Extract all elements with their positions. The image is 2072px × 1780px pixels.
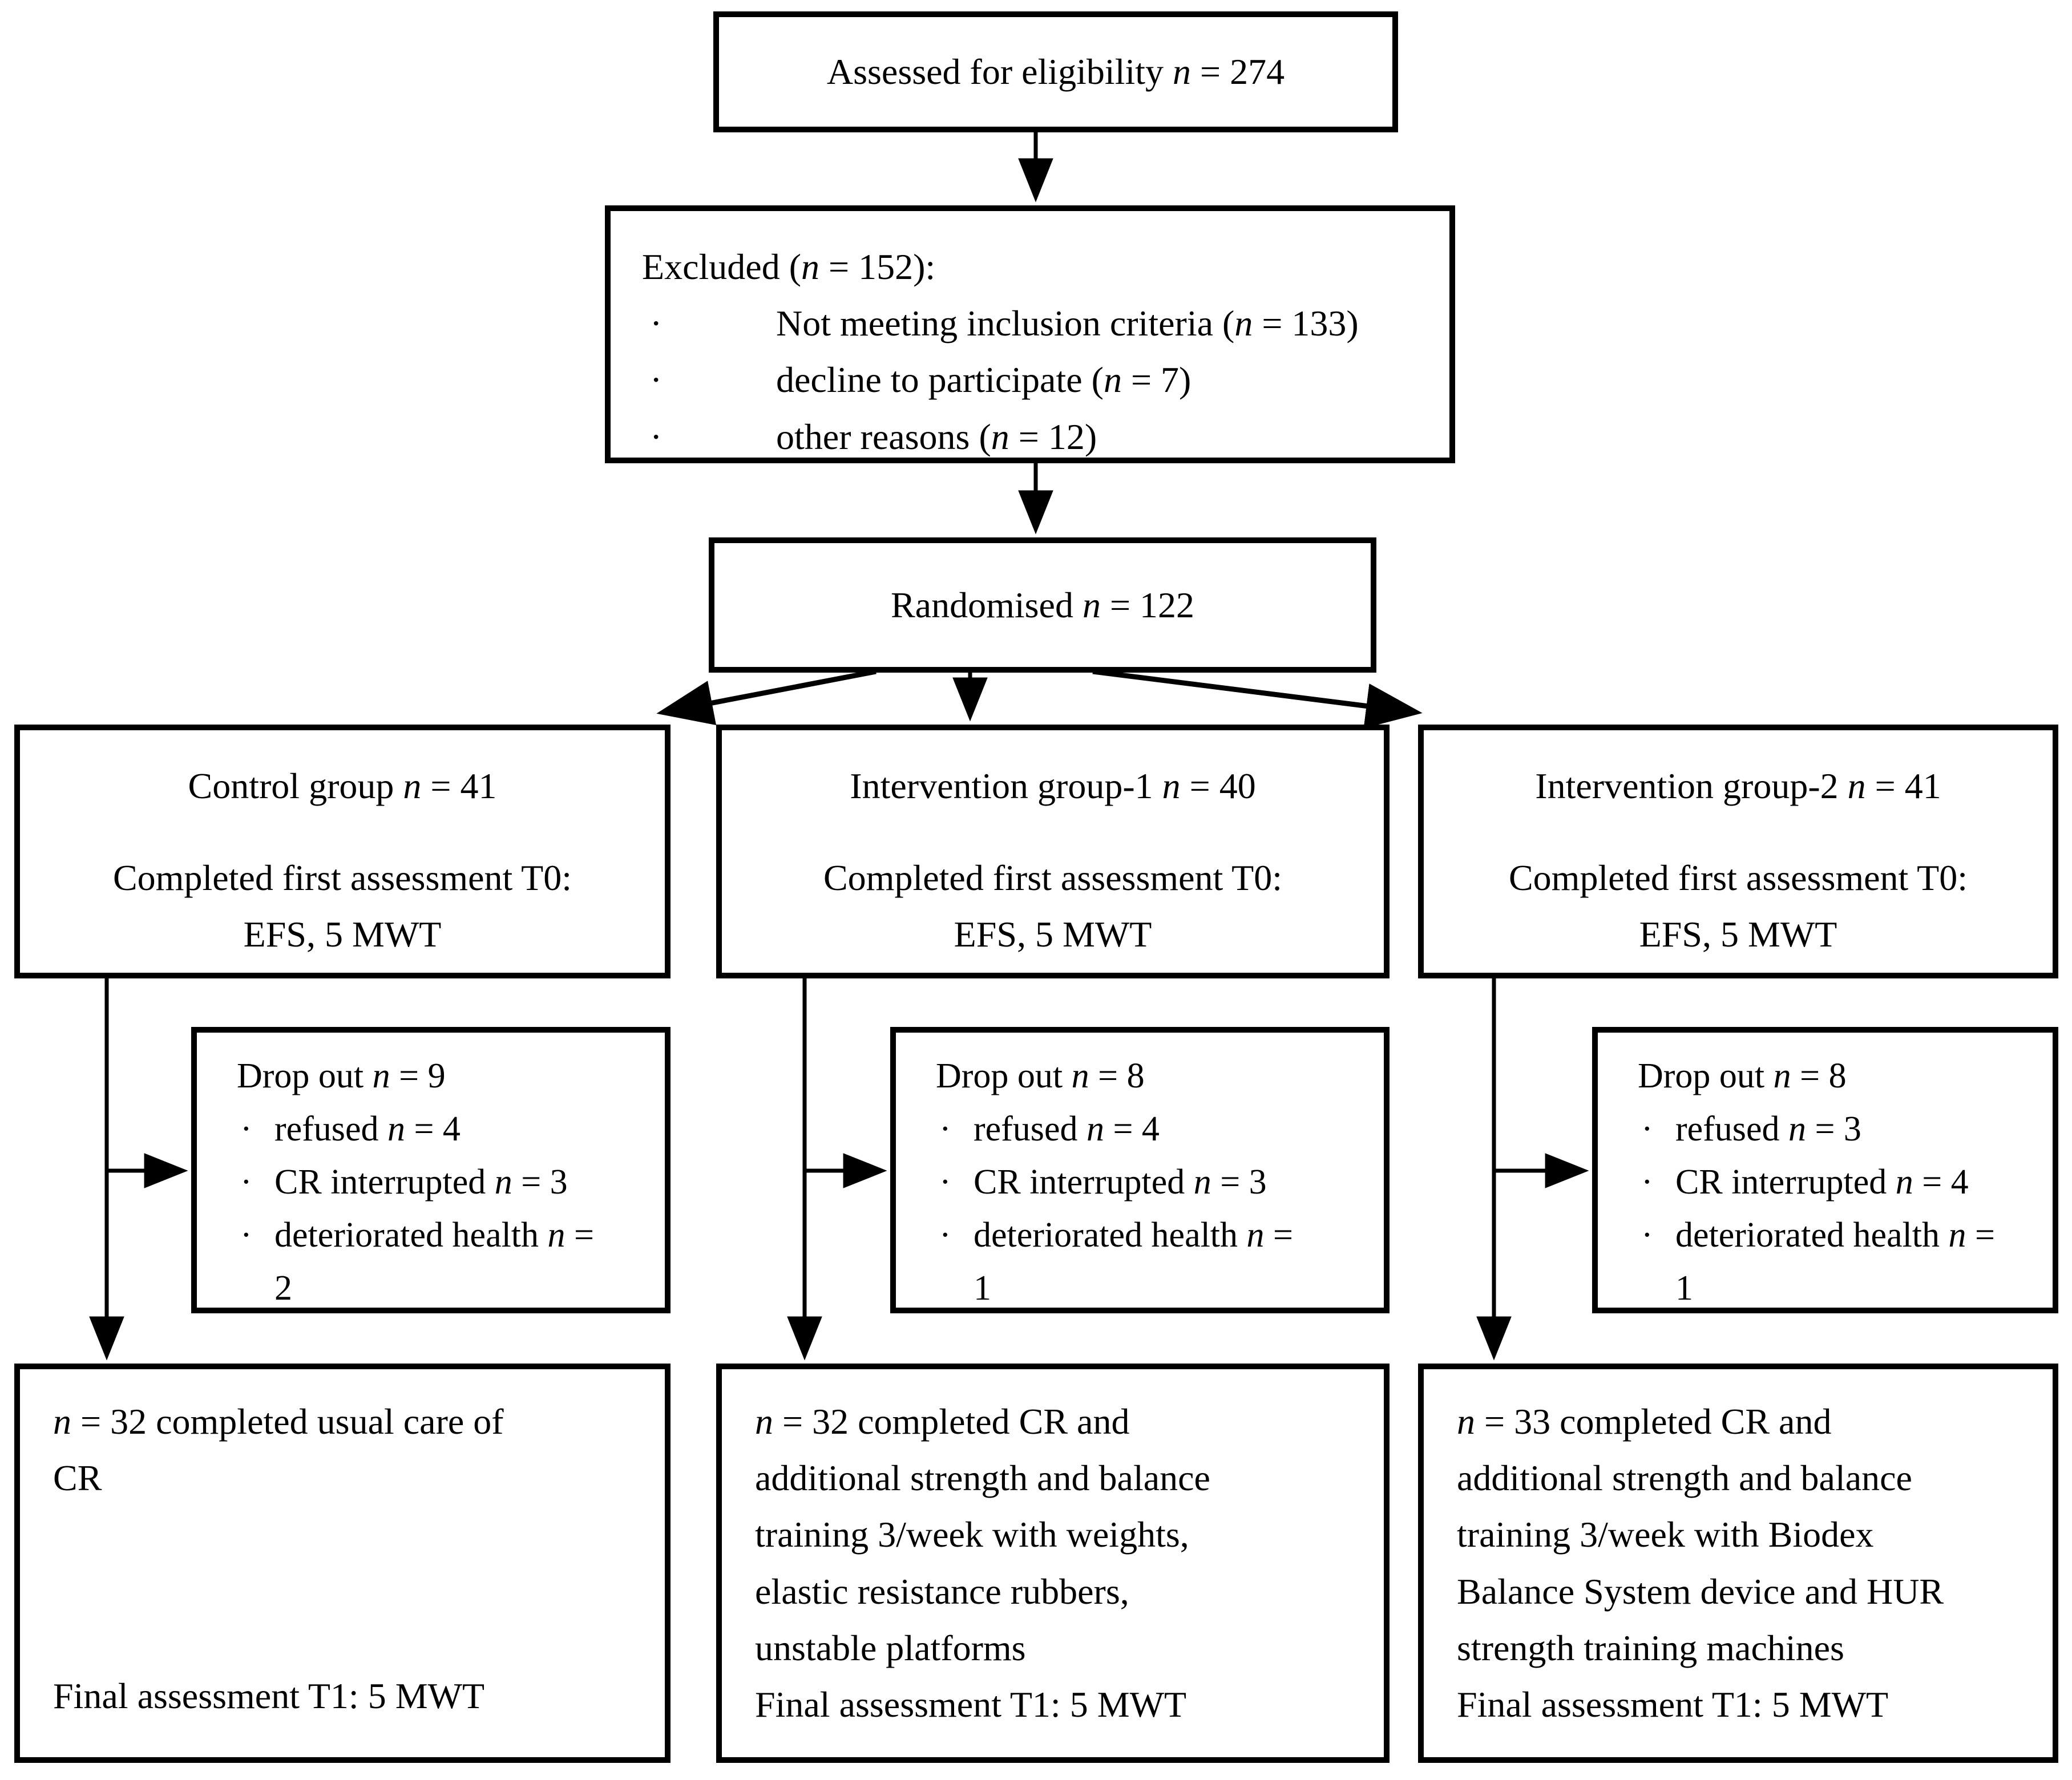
bullet-dot-icon: · (939, 1163, 951, 1202)
dropout-bullet-row: · refused n = 4 (936, 1103, 1367, 1156)
bullet-dot-icon: · (650, 359, 663, 400)
dropout-bullet-row: · deteriorated health n = 2 (237, 1209, 648, 1315)
bullet-dot-icon: · (240, 1163, 252, 1202)
excluded-bullet: decline to participate (n = 7) (776, 359, 1191, 400)
outcome-box-group2: n = 33 completed CR and additional stren… (1418, 1364, 2058, 1763)
excluded-bullet-row: · Not meeting inclusion criteria (n = 13… (642, 295, 1427, 351)
outcome-completed: n = 33 completed CR and additional stren… (1457, 1401, 1944, 1668)
assessed-text: Assessed for eligibility n = 274 (826, 51, 1285, 92)
bullet-dot-icon: · (650, 416, 663, 457)
dropout-box-control: Drop out n = 9 · refused n = 4 · CR inte… (191, 1027, 671, 1313)
dropout-bullet-row: · CR interrupted n = 4 (1638, 1156, 2035, 1209)
dropout-title: Drop out n = 9 (237, 1057, 446, 1095)
bullet-dot-icon: · (1641, 1163, 1653, 1202)
outcome-completed: n = 32 completed usual care of CR (53, 1401, 504, 1499)
dropout-bullet: CR interrupted n = 3 (274, 1163, 568, 1202)
dropout-box-group2: Drop out n = 8 · refused n = 3 · CR inte… (1592, 1027, 2058, 1313)
group-assessment: Completed first assessment T0: EFS, 5 MW… (112, 857, 572, 955)
assessed-box: Assessed for eligibility n = 274 (713, 11, 1398, 132)
excluded-box: Excluded (n = 152): · Not meeting inclus… (605, 205, 1455, 463)
dropout-bullet: refused n = 4 (274, 1110, 461, 1148)
bullet-dot-icon: · (240, 1216, 252, 1255)
group-assessment: Completed first assessment T0: EFS, 5 MW… (1508, 857, 1968, 955)
dropout-bullet: CR interrupted n = 3 (974, 1163, 1267, 1202)
excluded-bullet-row: · other reasons (n = 12) (642, 408, 1427, 465)
outcome-box-control: n = 32 completed usual care of CR Final … (14, 1364, 671, 1763)
outcome-final-assessment: Final assessment T1: 5 MWT (1457, 1684, 1889, 1725)
dropout-bullet-row: · deteriorated health n = 1 (1638, 1209, 2035, 1315)
arrow-randomised-to-control (656, 669, 877, 726)
bullet-dot-icon: · (1641, 1110, 1653, 1148)
group-title: Control group n = 41 (188, 766, 497, 806)
arrow-randomised-to-group2 (1092, 669, 1423, 729)
outcome-final-assessment: Final assessment T1: 5 MWT (755, 1684, 1187, 1725)
bullet-dot-icon: · (650, 303, 663, 344)
dropout-bullet-row: · CR interrupted n = 3 (237, 1156, 648, 1209)
dropout-title: Drop out n = 8 (1638, 1057, 1847, 1095)
bullet-dot-icon: · (1641, 1216, 1653, 1255)
excluded-bullet: Not meeting inclusion criteria (n = 133) (776, 303, 1359, 344)
intervention-group-2-box: Intervention group-2 n = 41 Completed fi… (1418, 725, 2058, 978)
excluded-bullet-row: · decline to participate (n = 7) (642, 351, 1427, 408)
bullet-dot-icon: · (939, 1216, 951, 1255)
group-title: Intervention group-1 n = 40 (850, 766, 1256, 806)
bullet-dot-icon: · (939, 1110, 951, 1148)
excluded-title: Excluded (n = 152): (642, 246, 936, 287)
outcome-completed: n = 32 completed CR and additional stren… (755, 1401, 1210, 1668)
dropout-bullet: deteriorated health n = 1 (1675, 1216, 1996, 1308)
group-title: Intervention group-2 n = 41 (1535, 766, 1941, 806)
dropout-bullet-row: · CR interrupted n = 3 (936, 1156, 1367, 1209)
randomised-text: Randomised n = 122 (890, 584, 1195, 625)
dropout-bullet-row: · refused n = 4 (237, 1103, 648, 1156)
dropout-bullet-row: · refused n = 3 (1638, 1103, 2035, 1156)
bullet-dot-icon: · (240, 1110, 252, 1148)
dropout-box-group1: Drop out n = 8 · refused n = 4 · CR inte… (890, 1027, 1390, 1313)
dropout-bullet: deteriorated health n = 2 (274, 1216, 595, 1308)
excluded-bullet: other reasons (n = 12) (776, 416, 1097, 457)
dropout-bullet: refused n = 4 (974, 1110, 1160, 1148)
group-assessment: Completed first assessment T0: EFS, 5 MW… (823, 857, 1283, 955)
intervention-group-1-box: Intervention group-1 n = 40 Completed fi… (716, 725, 1390, 978)
outcome-box-group1: n = 32 completed CR and additional stren… (716, 1364, 1390, 1763)
control-group-box: Control group n = 41 Completed first ass… (14, 725, 671, 978)
outcome-final-assessment: Final assessment T1: 5 MWT (53, 1675, 485, 1716)
randomised-box: Randomised n = 122 (709, 537, 1376, 673)
dropout-bullet-row: · deteriorated health n = 1 (936, 1209, 1367, 1315)
dropout-bullet: deteriorated health n = 1 (974, 1216, 1294, 1308)
dropout-bullet: CR interrupted n = 4 (1675, 1163, 1969, 1202)
dropout-title: Drop out n = 8 (936, 1057, 1145, 1095)
dropout-bullet: refused n = 3 (1675, 1110, 1861, 1148)
